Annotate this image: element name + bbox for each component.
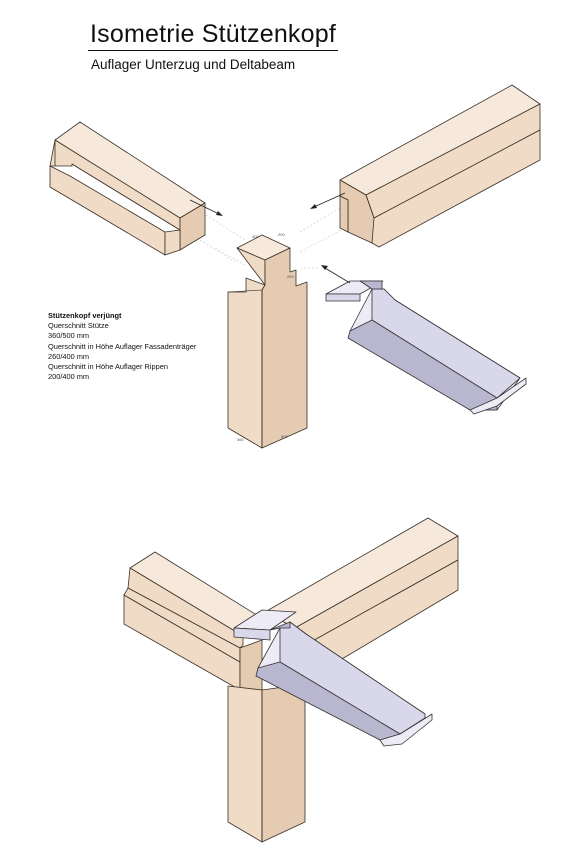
alignment-guides (199, 204, 346, 269)
exploded-view: 400 200 200 360 500 (49, 84, 541, 449)
arrow-head (321, 265, 328, 270)
column-head-notes: Stützenkopf verjüngt Querschnitt Stütze … (48, 311, 196, 382)
dimension-tags: 400 200 200 360 500 (237, 232, 294, 442)
deltabeam (325, 280, 527, 415)
title-underline (88, 50, 338, 52)
page-title: Isometrie Stützenkopf (90, 20, 336, 48)
notes-line: Querschnitt in Höhe Auflager Fassadenträ… (48, 341, 197, 351)
assembled-steel-plate (233, 609, 297, 641)
dim-tag: 200 (287, 274, 294, 279)
notes-line: 200/400 mm (48, 372, 90, 382)
dim-tag: 200 (278, 232, 285, 237)
notes-heading: Stützenkopf verjüngt (48, 311, 122, 320)
dim-tag: 360 (237, 437, 244, 442)
column (227, 234, 308, 449)
arrow-head (310, 204, 317, 209)
notes-line: 360/500 mm (48, 331, 90, 341)
dim-tag: 400 (252, 234, 259, 239)
assembled-deltabeam (255, 621, 433, 747)
notes-line: Querschnitt Stütze (48, 321, 109, 331)
assembled-column (227, 683, 306, 843)
right-beam (339, 84, 541, 248)
assembled-right-beam (264, 517, 459, 673)
notes-line: Querschnitt in Höhe Auflager Rippen (48, 362, 168, 372)
page-subtitle: Auflager Unterzug und Deltabeam (91, 57, 296, 72)
dim-tag: 500 (281, 434, 288, 439)
left-beam (49, 121, 206, 256)
notes-line: 260/400 mm (48, 351, 90, 361)
assembled-left-beam (123, 551, 269, 691)
assembled-view (123, 517, 459, 843)
assembly-arrows (189, 192, 351, 284)
arrow-head (216, 211, 223, 216)
